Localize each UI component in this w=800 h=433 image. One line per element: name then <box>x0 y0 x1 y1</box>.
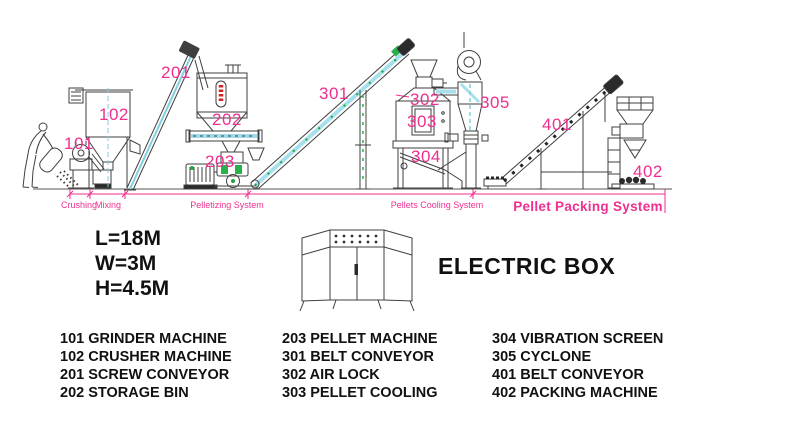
screw-conveyor-drawing <box>124 40 209 191</box>
legend-item: 304 VIBRATION SCREEN <box>492 331 664 347</box>
legend-item: 305 CYCLONE <box>492 349 592 365</box>
cyclone-drawing <box>433 32 489 189</box>
equipment-label-301: 301 <box>319 84 349 103</box>
section-label-mixing: Mixing <box>94 200 122 210</box>
legend-column-2: 203 PELLET MACHINE 301 BELT CONVEYOR 302… <box>282 330 438 402</box>
legend-item: 301 BELT CONVEYOR <box>282 349 435 365</box>
crusher-machine-drawing <box>68 87 141 189</box>
pellet-machine-drawing <box>183 151 258 190</box>
section-label-pellets-cooling: Pellets Cooling System <box>390 200 484 210</box>
equipment-label-401: 401 <box>542 115 572 134</box>
legend-item: 102 CRUSHER MACHINE <box>60 349 232 365</box>
equipment-label-101: 101 <box>64 134 94 153</box>
legend-item: 201 SCREW CONVEYOR <box>60 367 230 383</box>
electric-box-title: ELECTRIC BOX <box>438 253 616 279</box>
legend-column-1: 101 GRINDER MACHINE 102 CRUSHER MACHINE … <box>60 330 232 402</box>
vibration-screen-drawing <box>399 152 463 188</box>
pellet-cooling-drawing <box>392 87 454 189</box>
overall-dimensions: L=18M W=3M H=4.5M <box>95 226 169 301</box>
storage-bin-drawing <box>185 64 263 153</box>
dimension-line <box>66 189 666 213</box>
belt-conveyor-301-drawing <box>247 38 415 190</box>
equipment-label-305: 305 <box>480 93 510 112</box>
equipment-label-202: 202 <box>212 110 242 129</box>
dimension-height: H=4.5M <box>95 277 170 300</box>
equipment-label-203: 203 <box>205 152 235 171</box>
section-label-pellet-packing: Pellet Packing System <box>513 199 663 214</box>
equipment-label-201: 201 <box>161 63 191 82</box>
section-label-pelletizing: Pelletizing System <box>190 200 264 210</box>
worker-figure <box>22 122 79 189</box>
equipment-label-304: 304 <box>411 147 441 166</box>
equipment-label-303: 303 <box>407 112 437 131</box>
packing-machine-drawing <box>607 96 655 190</box>
equipment-label-302: 302 <box>410 90 440 109</box>
legend-item: 101 GRINDER MACHINE <box>60 331 227 347</box>
equipment-label-402: 402 <box>633 162 663 181</box>
section-label-crushing: Crushing <box>60 200 98 210</box>
legend-item: 203 PELLET MACHINE <box>282 331 438 347</box>
dimension-width: W=3M <box>95 252 157 275</box>
belt-conveyor-401-drawing <box>483 74 624 190</box>
legend-item: 302 AIR LOCK <box>282 367 380 383</box>
equipment-label-102: 102 <box>99 105 129 124</box>
indicator-lights <box>334 234 378 244</box>
dimension-length: L=18M <box>95 227 161 250</box>
legend-item: 303 PELLET COOLING <box>282 385 438 401</box>
legend-item: 202 STORAGE BIN <box>60 385 189 401</box>
legend-column-3: 304 VIBRATION SCREEN 305 CYCLONE 401 BEL… <box>492 330 663 402</box>
electric-box-drawing <box>299 229 415 312</box>
machinery-drawing <box>22 32 672 213</box>
legend-item: 402 PACKING MACHINE <box>492 385 658 401</box>
legend-item: 401 BELT CONVEYOR <box>492 367 645 383</box>
